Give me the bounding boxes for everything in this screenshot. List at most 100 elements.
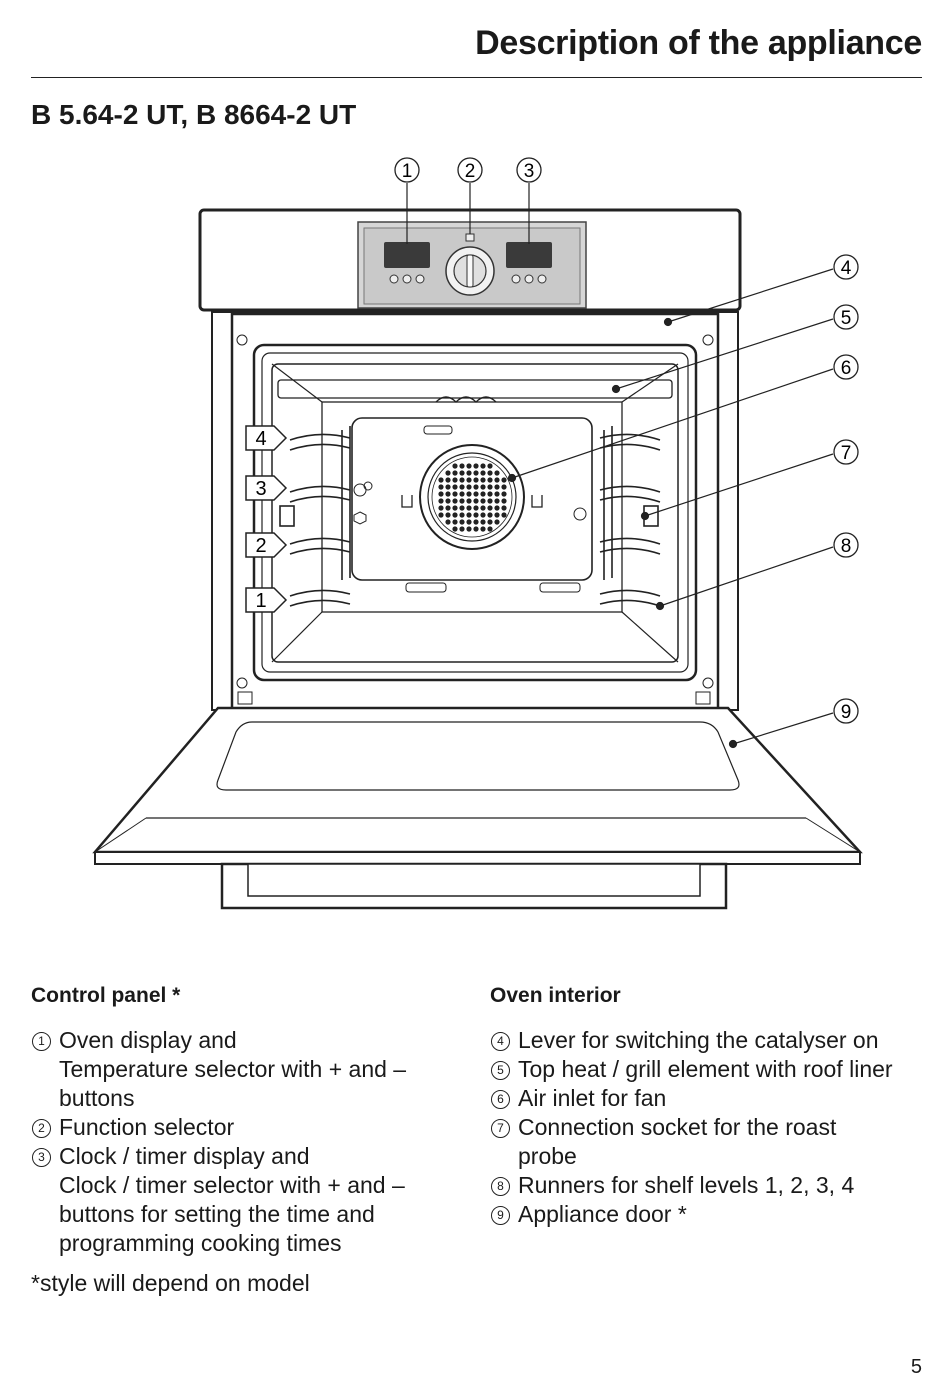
fan-grille-hole <box>445 505 451 511</box>
fan-grille-hole <box>452 491 458 497</box>
fan-grille-hole <box>473 477 479 483</box>
legend-text-line: Clock / timer selector with + and – <box>59 1172 405 1198</box>
fan-grille-hole <box>487 477 493 483</box>
fan-grille-hole <box>466 477 472 483</box>
fan-grille-hole <box>438 477 444 483</box>
fan-grille-hole <box>494 491 500 497</box>
legend-item: 8 Runners for shelf levels 1, 2, 3, 4 <box>490 1171 893 1200</box>
callout-4: 4 <box>833 254 859 280</box>
shelf-level-labels: 4 3 2 1 <box>245 425 288 613</box>
shelf-level-3: 3 <box>255 478 266 500</box>
fan-grille-hole <box>445 484 451 490</box>
fan-grille-hole <box>466 491 472 497</box>
oven-diagram: 4 3 2 1 <box>92 157 863 910</box>
function-selector-knob <box>445 233 495 296</box>
fan-grille-hole <box>494 470 500 476</box>
fan-grille-hole <box>466 526 472 532</box>
callout-6: 6 <box>833 354 859 380</box>
legend-text: Runners for shelf levels 1, 2, 3, 4 <box>518 1172 855 1198</box>
fan-grille-hole <box>452 498 458 504</box>
fan-grille-hole <box>459 512 465 518</box>
fan-grille-hole <box>466 498 472 504</box>
shelf-level-tag-3: 3 <box>245 475 288 501</box>
legend-text-line: Temperature selector with + and – <box>59 1056 407 1082</box>
fan-grille-hole <box>501 484 507 490</box>
legend-item: 5 Top heat / grill element with roof lin… <box>490 1055 893 1084</box>
legend-text-line: probe <box>518 1143 577 1169</box>
shelf-level-tag-2: 2 <box>245 532 288 558</box>
legend-text: Appliance door * <box>518 1201 687 1227</box>
legend-item: 3 Clock / timer display and Clock / time… <box>31 1142 406 1258</box>
legend-text-line: buttons <box>59 1085 135 1111</box>
header-divider <box>31 77 922 78</box>
fan-grille-hole <box>452 505 458 511</box>
fan-grille-hole <box>473 498 479 504</box>
fan-grille-hole <box>459 470 465 476</box>
fan-grille-hole <box>438 498 444 504</box>
fan-grille-hole <box>487 498 493 504</box>
fan-grille-hole <box>459 477 465 483</box>
fan-grille-hole <box>473 470 479 476</box>
fan-grille-hole <box>494 512 500 518</box>
fan-grille-hole <box>466 505 472 511</box>
fan-grille-hole <box>445 477 451 483</box>
fan-grille-hole <box>480 477 486 483</box>
callout-4-label: 4 <box>841 258 852 279</box>
callout-2-label: 2 <box>465 161 476 182</box>
legend-item: 2 Function selector <box>31 1113 406 1142</box>
fan-grille-hole <box>487 519 493 525</box>
fan-grille-hole <box>473 463 479 469</box>
fan-grille-hole <box>480 484 486 490</box>
callout-5-label: 5 <box>841 308 852 329</box>
legend-text: Connection socket for the roast <box>518 1114 837 1140</box>
fan-grille-hole <box>473 491 479 497</box>
fan-grille-hole <box>452 470 458 476</box>
footnote: *style will depend on model <box>31 1270 310 1296</box>
fan-grille-hole <box>459 484 465 490</box>
fan-grille-hole <box>480 519 486 525</box>
fan-grille-hole <box>473 519 479 525</box>
fan-grille-hole <box>480 491 486 497</box>
legend-item: 6 Air inlet for fan <box>490 1084 893 1113</box>
fan-grille-hole <box>452 463 458 469</box>
legend-number: 3 <box>32 1148 51 1167</box>
fan-grille-hole <box>452 526 458 532</box>
fan-grille-hole <box>452 477 458 483</box>
fan-grille-hole <box>438 491 444 497</box>
fan-grille-hole <box>494 519 500 525</box>
appliance-door <box>92 706 863 910</box>
fan-grille-hole <box>473 484 479 490</box>
fan-grille-hole <box>452 512 458 518</box>
legend-item: 1 Oven display and Temperature selector … <box>31 1026 406 1113</box>
fan-grille-hole <box>445 470 451 476</box>
fan-grille-hole <box>480 470 486 476</box>
legend-text-line: programming cooking times <box>59 1230 342 1256</box>
fan-grille-hole <box>438 512 444 518</box>
fan-grille-hole <box>459 463 465 469</box>
fan-grille-hole <box>459 498 465 504</box>
callout-8-label: 8 <box>841 536 852 557</box>
callout-9-label: 9 <box>841 702 852 723</box>
fan-grille-hole <box>466 463 472 469</box>
fan-grille-hole <box>480 505 486 511</box>
page-number: 5 <box>910 1356 922 1378</box>
fan-grille-hole <box>501 512 507 518</box>
legend-number: 5 <box>491 1061 510 1080</box>
fan-grille-hole <box>473 526 479 532</box>
legend-number: 2 <box>32 1119 51 1138</box>
legend-text: Top heat / grill element with roof liner <box>518 1056 893 1082</box>
legend-text: Oven display and <box>59 1027 237 1053</box>
callout-1: 1 <box>394 157 420 183</box>
fan-grille-hole <box>452 484 458 490</box>
shelf-level-1: 1 <box>255 590 266 612</box>
legend-number: 6 <box>491 1090 510 1109</box>
shelf-level-tag-1: 1 <box>245 587 288 613</box>
fan-grille-hole <box>445 512 451 518</box>
fan-grille-hole <box>501 477 507 483</box>
fan-grille-hole <box>487 512 493 518</box>
fan-grille-hole <box>459 505 465 511</box>
legend-text: Air inlet for fan <box>518 1085 667 1111</box>
callout-3-label: 3 <box>524 161 535 182</box>
fan-grille-hole <box>459 519 465 525</box>
oven-display-left <box>384 242 430 284</box>
